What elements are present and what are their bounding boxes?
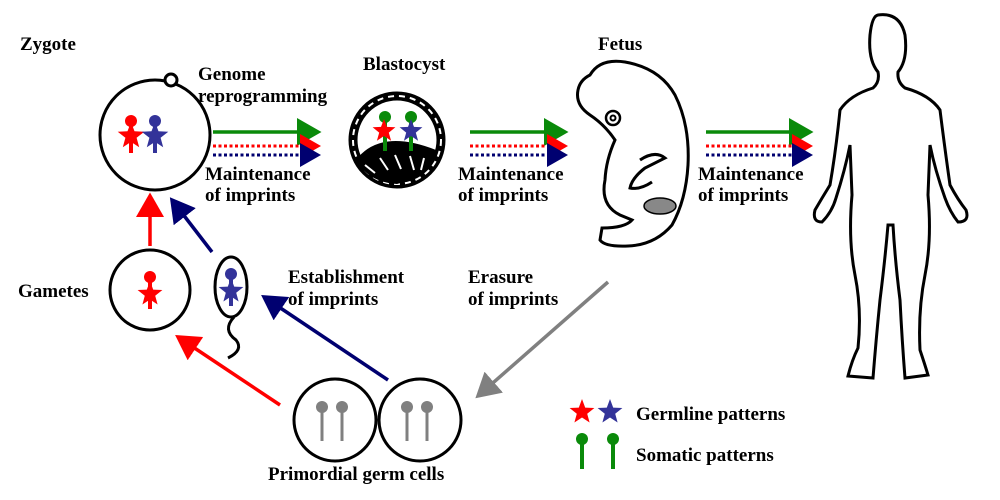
fetus-label: Fetus [598,34,642,55]
maintenance-arrows-3 [706,118,814,167]
zygote-cell [98,72,212,192]
sperm-to-zygote-arrow [169,197,214,254]
fetus-outline [576,59,690,248]
pgc-cell-1 [292,377,378,463]
zygote-maternal-pin-head [125,115,137,127]
pgc-label: Primordial germ cells [268,464,444,485]
pin-gray-icon-head [421,401,433,413]
zygote-label: Zygote [20,34,76,55]
legend-germline-label: Germline patterns [636,404,785,425]
legend-somatic-label: Somatic patterns [636,445,774,466]
legend-star-paternal-icon [597,399,623,423]
legend-star-maternal-icon [569,399,595,423]
legend-pin-somatic-icon-head [576,433,588,445]
erasure-label-2: of imprints [468,289,558,310]
fetus-gonad [643,197,677,215]
zygote-paternal-pin-head [149,115,161,127]
pgc-cell-2 [377,377,463,463]
maintenance-label-1a: Maintenance [205,164,311,185]
blastocyst-label: Blastocyst [363,54,446,75]
erasure-label-1: Erasure [468,267,533,288]
genome-label-2: reprogramming [198,86,328,107]
star-paternal-icon [218,278,244,302]
pin-gray-icon-head [401,401,413,413]
pgc-to-egg-arrow [175,335,281,407]
blastocyst-cell [348,91,446,189]
egg-maternal-pin-head [144,271,156,283]
maintenance-arrows-1 [213,118,322,167]
pin-gray-icon-head [316,401,328,413]
star-maternal-icon [137,281,163,305]
maintenance-label-3b: of imprints [698,185,788,206]
maintenance-label-3a: Maintenance [698,164,804,185]
star-maternal-icon [372,119,396,141]
establishment-label-2: of imprints [288,289,378,310]
genome-label-1: Genome [198,64,266,85]
gametes-label: Gametes [18,281,89,302]
egg-cell [108,248,192,332]
blastocyst-somatic-pin-2-head [405,111,417,123]
fetus-to-pgc-arrow [475,280,610,399]
sperm-paternal-pin-head [225,268,237,280]
pin-gray-icon-head [336,401,348,413]
star-paternal-icon [399,119,423,141]
blastocyst-somatic-pin-1-head [379,111,391,123]
establishment-label-1: Establishment [288,267,405,288]
star-maternal-icon [117,122,145,148]
maintenance-label-2b: of imprints [458,185,548,206]
maintenance-label-1b: of imprints [205,185,295,206]
sperm-cell [213,255,249,360]
fetus-eye [604,109,622,127]
legend-pin-somatic-icon-head [607,433,619,445]
pgc-to-sperm-arrow [261,295,389,382]
maintenance-arrows-2 [470,118,569,167]
maintenance-label-2a: Maintenance [458,164,564,185]
star-paternal-icon [141,122,169,148]
human-silhouette [812,13,969,380]
